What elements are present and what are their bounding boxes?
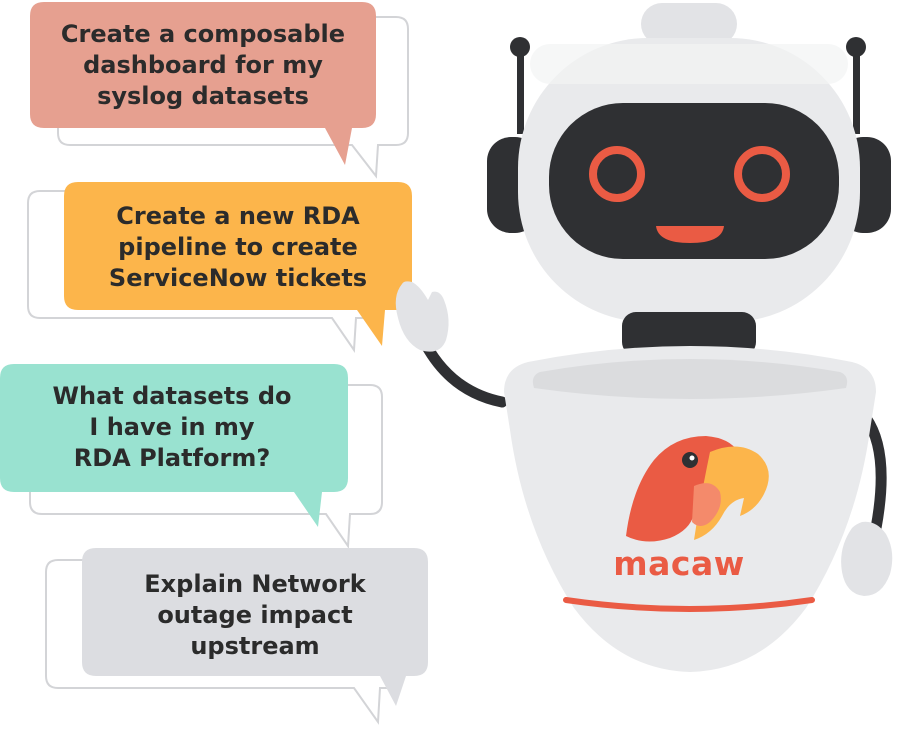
prompt-1-text: Create a composable dashboard for my sys… bbox=[30, 14, 376, 116]
prompt-1-line-2: dashboard for my bbox=[83, 50, 323, 79]
prompt-4-line-1: Explain Network bbox=[144, 569, 366, 598]
robot-neck bbox=[622, 312, 756, 356]
prompt-3-line-2: I have in my bbox=[89, 412, 255, 441]
macaw-logo-icon bbox=[626, 436, 769, 542]
prompt-4-line-2: outage impact bbox=[157, 600, 353, 629]
prompt-2-line-1: Create a new RDA bbox=[116, 201, 360, 230]
speech-bubble-1 bbox=[30, 2, 376, 165]
prompt-2-line-3: ServiceNow tickets bbox=[108, 263, 368, 292]
mouth-icon bbox=[656, 226, 724, 243]
antenna-right bbox=[846, 37, 866, 134]
eye-left-icon bbox=[589, 146, 645, 202]
robot-body-chest-shade bbox=[532, 359, 848, 399]
body-stripe bbox=[563, 597, 815, 612]
antenna-left bbox=[510, 37, 530, 134]
robot-head-shade bbox=[530, 44, 848, 84]
prompt-3-line-1: What datasets do bbox=[52, 381, 292, 410]
speech-bubble-4 bbox=[82, 548, 428, 706]
prompt-1-line-1: Create a composable bbox=[60, 19, 346, 48]
arm-left bbox=[420, 339, 508, 408]
prompt-3-text: What datasets do I have in my RDA Platfo… bbox=[0, 379, 344, 475]
prompt-4-text: Explain Network outage impact upstream bbox=[82, 566, 428, 664]
prompt-1-line-3: syslog datasets bbox=[97, 81, 309, 110]
prompt-4-line-3: upstream bbox=[190, 631, 320, 660]
head-top-knob bbox=[641, 3, 737, 45]
prompt-2-line-2: pipeline to create bbox=[118, 232, 358, 261]
eye-right-icon bbox=[734, 146, 790, 202]
hand-right bbox=[841, 521, 893, 596]
face-screen bbox=[549, 103, 839, 259]
prompt-3-line-3: RDA Platform? bbox=[73, 443, 271, 472]
speech-bubble-3 bbox=[0, 364, 348, 527]
hand-left bbox=[395, 281, 449, 352]
speech-bubble-2 bbox=[64, 182, 412, 346]
brand-wordmark: macaw bbox=[613, 544, 745, 583]
prompt-2-text: Create a new RDA pipeline to create Serv… bbox=[64, 199, 412, 295]
